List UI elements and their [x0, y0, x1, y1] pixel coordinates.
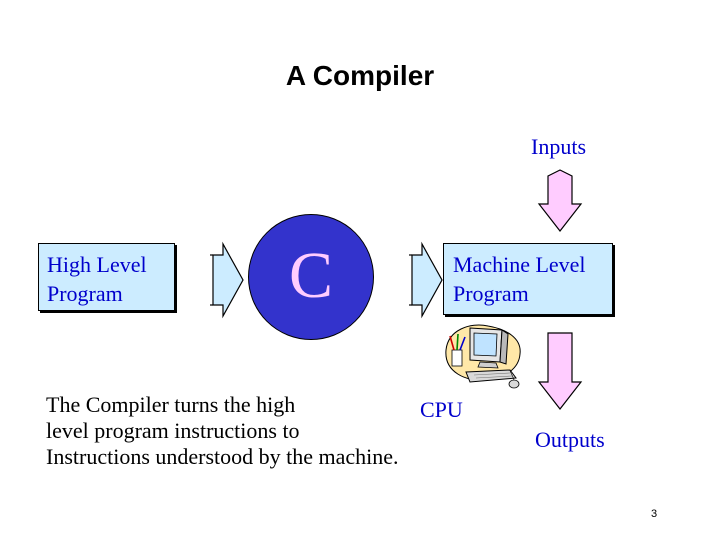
caption-text: The Compiler turns the high level progra…: [46, 392, 446, 470]
block-arrow-to-compiler: [210, 241, 244, 319]
compiler-circle: [248, 214, 374, 340]
high-level-program-label-line1: High Level: [47, 252, 147, 277]
caption-line2: level program instructions to: [46, 418, 300, 443]
outputs-arrow: [537, 332, 583, 410]
machine-level-program-label-line1: Machine Level: [453, 252, 586, 277]
inputs-label: Inputs: [531, 134, 586, 159]
caption-line3: Instructions understood by the machine.: [46, 444, 399, 469]
machine-level-program-label-line2: Program: [453, 281, 529, 306]
high-level-program-label-line2: Program: [47, 281, 123, 306]
inputs-arrow: [537, 169, 583, 232]
high-level-program-box: High Level Program: [38, 243, 175, 311]
slide-title: A Compiler: [285, 60, 435, 91]
outputs-label: Outputs: [535, 427, 605, 452]
cpu-label: CPU: [420, 397, 463, 422]
machine-level-program-box: Machine Level Program: [443, 243, 613, 315]
block-arrow-to-machine-program: [409, 241, 443, 319]
page-number: 3: [651, 508, 658, 520]
computer-icon: [445, 324, 521, 389]
compiler-letter: C: [288, 239, 334, 312]
caption-line1: The Compiler turns the high: [46, 392, 296, 417]
